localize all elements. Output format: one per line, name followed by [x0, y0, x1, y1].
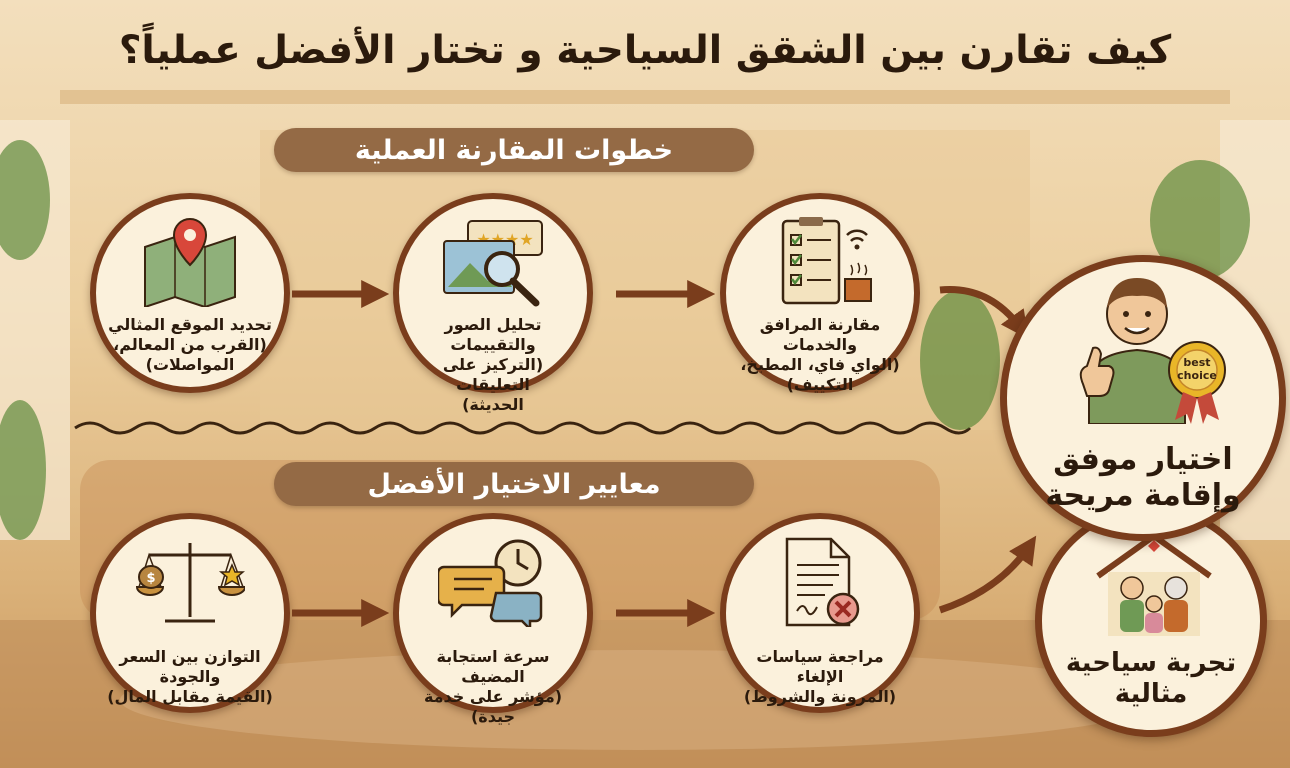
- criterion-host-detail: (مؤشر على خدمة جيدة): [423, 687, 563, 726]
- balance-scale-icon: $: [135, 543, 245, 623]
- badge-text-1: best: [1183, 356, 1210, 369]
- photo-magnifier-icon: ★★★★: [443, 220, 543, 307]
- arrow-step3-to-result: [939, 286, 1029, 340]
- step-amenities: مقارنة المرافق والخدمات (الواي فاي، المط…: [720, 193, 920, 394]
- result-ideal-line1: تجربة سياحية: [1065, 648, 1237, 678]
- criterion-price-quality: $ التوازن بين السعر والجودة (القيمة مقاب…: [90, 513, 290, 713]
- step-photos-detail-1: (التركيز على التعليقات: [442, 355, 544, 394]
- step-amenities-detail-1: (الواي فاي، المطبخ،: [740, 355, 900, 374]
- step-location: تحديد الموقع المثالي (القرب من المعالم، …: [90, 193, 290, 393]
- checklist-icon: [781, 217, 872, 305]
- step-photos-title: تحليل الصور والتقييمات: [444, 315, 542, 354]
- steps-section-header: خطوات المقارنة العملية: [274, 128, 754, 172]
- criterion-cancel-title: مراجعة سياسات الإلغاء: [756, 647, 884, 686]
- step-location-detail-2: المواصلات): [145, 355, 235, 374]
- criteria-section-header: معايير الاختيار الأفضل: [274, 462, 754, 506]
- result-ideal-line2: مثالية: [1114, 679, 1188, 710]
- criterion-cancel-detail: (المرونة والشروط): [743, 687, 897, 706]
- criterion-cancellation: مراجعة سياسات الإلغاء (المرونة والشروط): [720, 513, 920, 713]
- step-location-title: تحديد الموقع المثالي: [108, 315, 272, 334]
- map-pin-icon: [144, 217, 236, 307]
- svg-text:$: $: [146, 571, 155, 586]
- step-amenities-title: مقارنة المرافق والخدمات: [759, 315, 881, 354]
- criterion-host-response: سرعة استجابة المضيف (مؤشر على خدمة جيدة): [393, 513, 593, 726]
- happy-man-thumbs-up-icon: best choice: [1079, 278, 1226, 424]
- arrow-criterion3-to-result: [938, 535, 1037, 614]
- family-house-icon: [1096, 532, 1212, 636]
- step-photos-reviews: ★★★★ تحليل الصور والتقييمات (التركيز على…: [393, 193, 593, 414]
- criterion-price-detail: (القيمة مقابل المال): [107, 687, 273, 706]
- badge-text-2: choice: [1177, 369, 1217, 382]
- chat-clock-icon: [438, 539, 543, 627]
- page-title: كيف تقارن بين الشقق السياحية و تختار الأ…: [118, 28, 1172, 73]
- result-ideal-experience: تجربة سياحية مثالية: [1035, 505, 1267, 737]
- step-amenities-detail-2: التكييف): [786, 375, 854, 394]
- document-cancel-icon: [785, 537, 860, 627]
- step-location-detail-1: (القرب من المعالم،: [113, 335, 267, 354]
- result-good-choice: best choice اختيار موفق وإقامة مريحة: [1000, 255, 1286, 541]
- result-choice-line1: اختيار موفق: [1053, 442, 1233, 477]
- step-photos-detail-2: الحديثة): [462, 395, 524, 414]
- criterion-price-title: التوازن بين السعر والجودة: [119, 647, 261, 686]
- result-choice-line2: وإقامة مريحة: [1045, 478, 1241, 513]
- criterion-host-title: سرعة استجابة المضيف: [436, 647, 550, 686]
